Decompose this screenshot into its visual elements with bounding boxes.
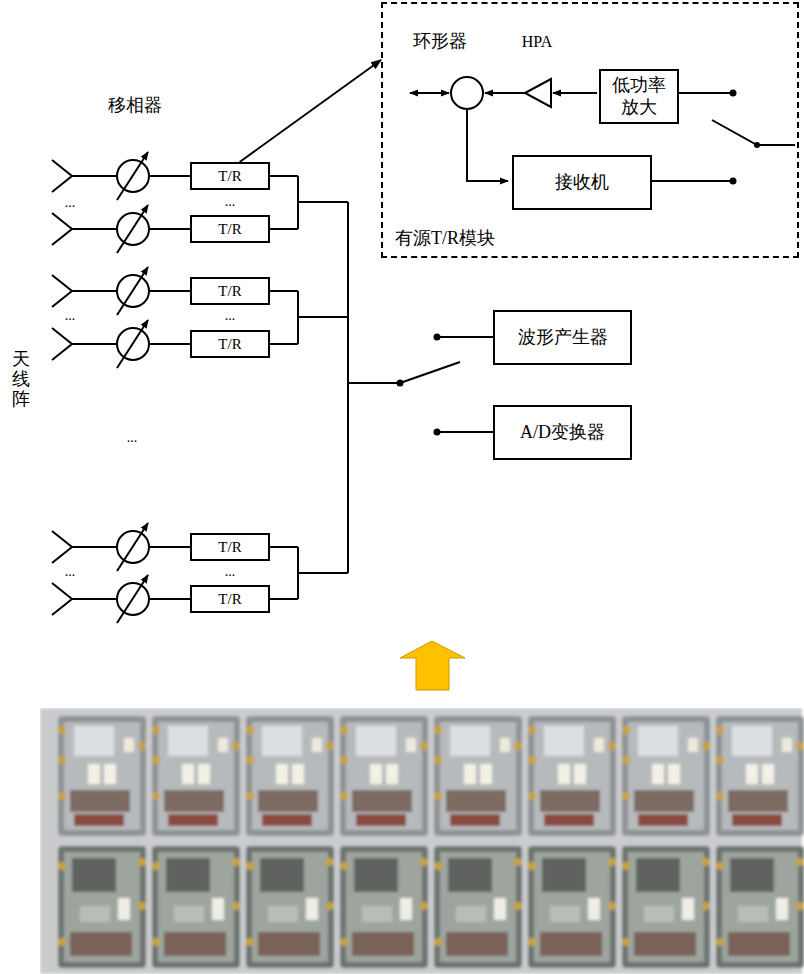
receiver-box: 接收机	[512, 155, 652, 210]
ellipsis: ...	[225, 194, 236, 209]
ellipsis: ...	[65, 195, 76, 210]
node-text: 波形产生器	[518, 327, 608, 349]
component-label: 环形器	[413, 32, 467, 52]
vertical-label: 天线阵	[12, 350, 30, 409]
node-text: A/D变换器	[520, 422, 605, 444]
tr-box: T/R	[190, 585, 270, 613]
component-label: 移相器	[108, 96, 162, 116]
tr-box: T/R	[190, 330, 270, 358]
node-text: T/R	[218, 167, 241, 185]
node-text: 有源T/R模块	[395, 228, 495, 250]
node-text: T/R	[218, 282, 241, 300]
node-text: 接收机	[555, 172, 609, 194]
waveform-box: 波形产生器	[493, 310, 632, 365]
signal-arrow	[240, 60, 381, 162]
ellipsis: ...	[127, 430, 138, 445]
tr-box: T/R	[190, 215, 270, 243]
ellipsis: ...	[65, 564, 76, 579]
phase-shifter-arrows	[117, 152, 148, 623]
module-photo	[40, 708, 804, 974]
node-text: T/R	[218, 220, 241, 238]
antenna-array	[52, 160, 298, 615]
switch-contacts	[397, 334, 441, 436]
amplifier-box: 低功率 放大	[599, 69, 679, 124]
tr-switch-contacts	[730, 90, 761, 185]
ellipsis: ...	[225, 564, 236, 579]
adc-box: A/D变换器	[493, 405, 632, 460]
tr-box: T/R	[190, 533, 270, 561]
ellipsis: ...	[225, 308, 236, 323]
orange-arrow	[400, 641, 465, 690]
tr-box: T/R	[190, 162, 270, 190]
node-text: T/R	[218, 590, 241, 608]
node-text: T/R	[218, 335, 241, 353]
ellipsis: ...	[65, 308, 76, 323]
tr-box: T/R	[190, 277, 270, 305]
component-label: HPA	[522, 33, 553, 51]
node-text: 低功率 放大	[605, 75, 673, 118]
node-text: T/R	[218, 538, 241, 556]
